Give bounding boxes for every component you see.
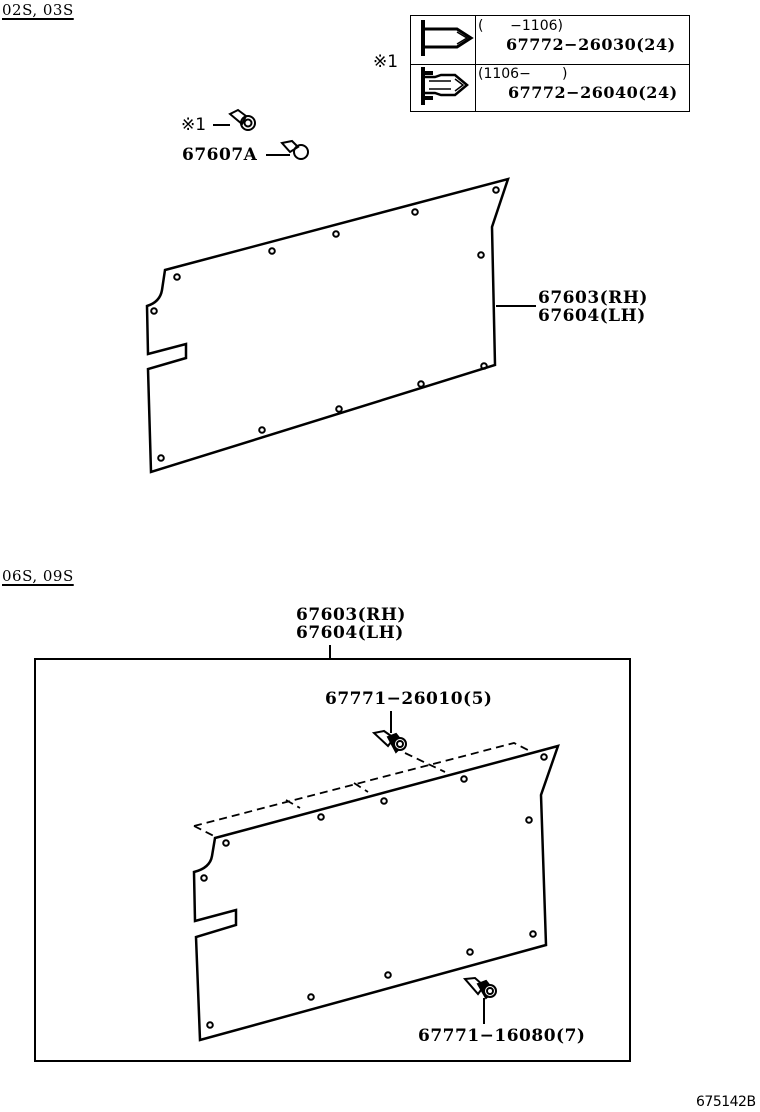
clip-type-a-icon: [421, 20, 474, 56]
clip-type-b-icon: [421, 67, 469, 105]
trim-board-drawing-top: [145, 108, 536, 474]
mounting-holes: [150, 186, 500, 462]
fastener-icon: [266, 139, 309, 160]
fastener-part-number[interactable]: 67607A: [182, 145, 258, 165]
clip-type-b-part-number[interactable]: 67772−26040(24): [508, 83, 678, 102]
board-rh-part-number-bottom[interactable]: 67603(RH): [296, 605, 406, 625]
clip-type-b-cell: [410, 64, 476, 112]
clip-type-a-cell: [410, 15, 476, 65]
clip-marker-callout: ※1: [181, 115, 207, 135]
clip-lower-icon: [462, 976, 497, 1000]
clip-icon: [213, 108, 256, 131]
board-rh-part-number-top[interactable]: 67603(RH): [538, 288, 648, 308]
clip-variant-row: (1106− ) 67772−26040(24): [410, 64, 690, 112]
mounting-holes-bottom: [200, 753, 548, 1029]
clip-type-b-info: (1106− ) 67772−26040(24): [475, 64, 690, 112]
clip-upper-icon: [371, 729, 407, 754]
section-header-06s-09s: 06S, 09S: [2, 567, 74, 585]
drawing-reference-code: 675142B: [696, 1094, 756, 1110]
clip-variant-row: ( −1106) 67772−26030(24): [410, 15, 690, 65]
clip-type-a-range: ( −1106): [478, 18, 563, 34]
clip-table-marker: ※1: [373, 52, 399, 72]
board-lh-part-number-bottom[interactable]: 67604(LH): [296, 623, 404, 643]
clip-type-b-range: (1106− ): [478, 66, 568, 82]
trim-board-outline-bottom: [192, 744, 560, 1042]
clip-lower-part-number[interactable]: 67771−16080(7): [418, 1026, 586, 1046]
clip-type-a-part-number[interactable]: 67772−26030(24): [506, 35, 676, 54]
assembly-frame: [34, 658, 631, 1062]
clip-upper-part-number[interactable]: 67771−26010(5): [325, 689, 493, 709]
board-lh-part-number-top[interactable]: 67604(LH): [538, 306, 646, 326]
clip-type-a-info: ( −1106) 67772−26030(24): [475, 15, 690, 65]
trim-board-outline: [145, 177, 510, 474]
clip-variant-table: ( −1106) 67772−26030(24) (1106− ) 67772−…: [410, 15, 690, 112]
section-header-02s-03s: 02S, 03S: [2, 1, 74, 19]
